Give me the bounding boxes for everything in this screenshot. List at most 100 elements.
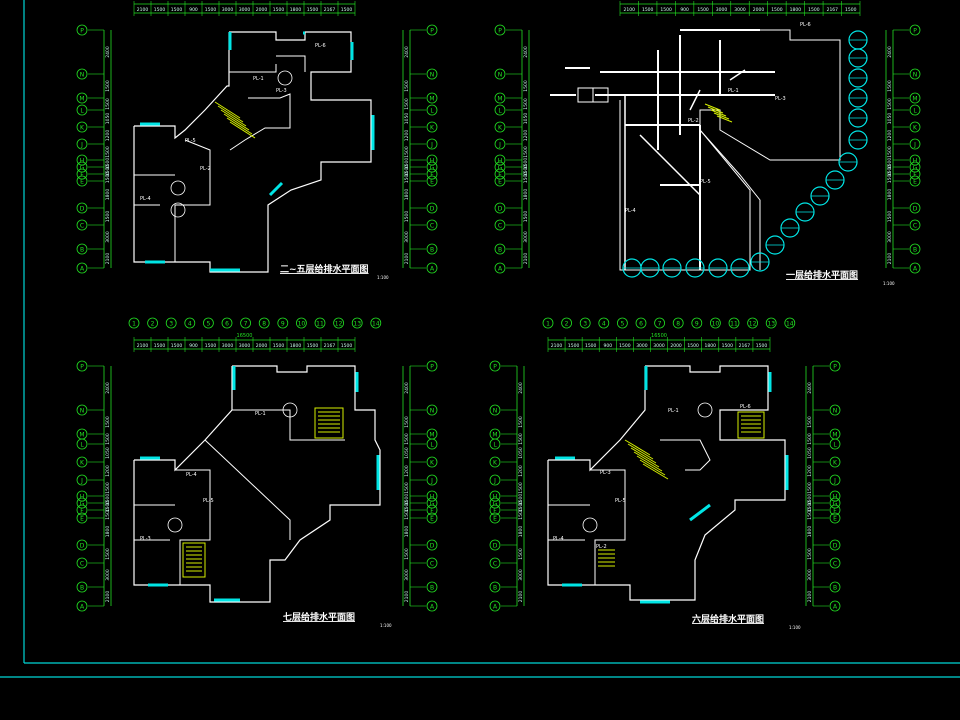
- column-axis-bubble: [295, 317, 307, 329]
- top-dim-text: 1800: [290, 7, 302, 13]
- pipe-label: PL-5: [185, 138, 196, 144]
- side-dim-text: 1500: [523, 165, 529, 177]
- row-axis-label-left: F: [80, 172, 84, 179]
- row-axis-label-right: H: [430, 158, 435, 165]
- row-axis-bubble-left: [494, 68, 506, 80]
- row-axis-bubble-right: [426, 202, 438, 214]
- window-mark: [268, 181, 284, 197]
- row-axis-bubble-right: [909, 168, 921, 180]
- row-axis-bubble-right: [909, 161, 921, 173]
- plan-title: 一层给排水平面图: [786, 269, 858, 281]
- row-axis-label-left: A: [493, 604, 498, 611]
- top-dim-text: 3000: [716, 7, 728, 13]
- column-axis-bubble: [672, 317, 684, 329]
- row-axis-label-left: A: [498, 266, 503, 273]
- row-axis-bubble-left: [76, 68, 88, 80]
- plan-scale: 1:100: [377, 275, 389, 280]
- top-dim-text: 3000: [222, 7, 234, 13]
- row-axis-label-left: H: [80, 158, 85, 165]
- row-axis-label-left: K: [80, 125, 85, 132]
- top-dim-text: 3000: [222, 343, 234, 349]
- stair-tread: [639, 459, 666, 476]
- door-swing: [282, 402, 298, 418]
- side-dim-text: 1500: [105, 433, 111, 445]
- row-axis-label-right: C: [430, 223, 434, 230]
- side-dim-text: 1500: [807, 501, 813, 513]
- top-dim-text: 1500: [568, 343, 580, 349]
- row-axis-label-right: A: [833, 604, 838, 611]
- pipe-label: PL-1: [255, 411, 266, 417]
- stair-tread: [642, 463, 669, 480]
- pipe-label: PL-4: [140, 196, 151, 202]
- door-swing: [170, 202, 186, 218]
- side-dim-text: 1200: [404, 130, 410, 142]
- row-axis-bubble-right: [426, 497, 438, 509]
- top-dim-text: 3000: [653, 343, 665, 349]
- side-dim-text: 1200: [518, 465, 524, 477]
- top-dim-text: 3000: [239, 343, 251, 349]
- row-axis-bubble-left: [76, 121, 88, 133]
- column-axis-bubble: [691, 317, 703, 329]
- row-axis-bubble-right: [426, 512, 438, 524]
- pipe-branch: [639, 134, 701, 196]
- pipe-label: PL-1: [253, 76, 264, 82]
- building-outline: [547, 365, 786, 601]
- column-axis-bubble: [258, 317, 270, 329]
- row-axis-label-left: G: [498, 165, 503, 172]
- top-dim-text: 1500: [307, 343, 319, 349]
- row-axis-label-left: D: [493, 543, 498, 550]
- row-axis-bubble-right: [829, 360, 841, 372]
- column-axis-label: 11: [316, 321, 324, 328]
- building-outline-north: [134, 366, 233, 472]
- row-axis-bubble-left: [494, 168, 506, 180]
- row-axis-label-left: N: [493, 408, 498, 415]
- pipe-branch: [729, 69, 746, 81]
- row-axis-bubble-left: [494, 121, 506, 133]
- side-dim-text: 2400: [404, 382, 410, 394]
- pipe-label: PL-3: [775, 96, 786, 102]
- row-axis-label-left: L: [80, 442, 84, 449]
- row-axis-bubble-left: [76, 497, 88, 509]
- row-axis-label-left: B: [80, 247, 84, 254]
- row-axis-bubble-left: [494, 92, 506, 104]
- plan-scale: 1:100: [789, 625, 801, 630]
- row-axis-bubble-left: [76, 581, 88, 593]
- column-axis-label: 12: [335, 321, 343, 328]
- stair-box: [737, 411, 765, 439]
- row-axis-label-right: P: [430, 364, 434, 371]
- column-axis-bubble: [333, 317, 345, 329]
- building-outline: [619, 29, 841, 271]
- row-axis-bubble-left: [76, 504, 88, 516]
- top-dim-text: 2000: [256, 343, 268, 349]
- row-axis-label-right: D: [430, 543, 435, 550]
- row-axis-bubble-right: [426, 404, 438, 416]
- column-axis-bubble: [765, 317, 777, 329]
- top-dim-text: 1500: [619, 343, 631, 349]
- column-axis-bubble: [351, 317, 363, 329]
- row-axis-bubble-left: [76, 138, 88, 150]
- row-axis-label-right: C: [913, 223, 917, 230]
- row-axis-bubble-left: [489, 360, 501, 372]
- row-axis-label-left: J: [80, 142, 83, 149]
- row-axis-label-right: P: [833, 364, 837, 371]
- row-axis-bubble-right: [426, 154, 438, 166]
- side-dim-text: 1800: [404, 189, 410, 201]
- column-axis-bubble: [221, 317, 233, 329]
- row-axis-label-left: L: [498, 108, 502, 115]
- top-dim-text: 1800: [705, 343, 717, 349]
- row-axis-bubble-right: [426, 121, 438, 133]
- stair-tread: [636, 455, 663, 472]
- column-axis-bubble: [747, 317, 758, 329]
- row-axis-bubble-left: [76, 557, 88, 569]
- side-dim-text: 1500: [523, 172, 529, 184]
- row-axis-bubble-right: [426, 68, 438, 80]
- row-axis-bubble-left: [489, 512, 501, 524]
- row-axis-label-right: E: [430, 516, 434, 523]
- side-dim-text: 1500: [887, 158, 893, 170]
- row-axis-label-right: H: [430, 494, 435, 501]
- row-axis-label-left: J: [498, 142, 501, 149]
- row-axis-bubble-right: [909, 104, 921, 116]
- side-dim-text: 1500: [518, 416, 524, 428]
- top-dim-text: 3000: [734, 7, 746, 13]
